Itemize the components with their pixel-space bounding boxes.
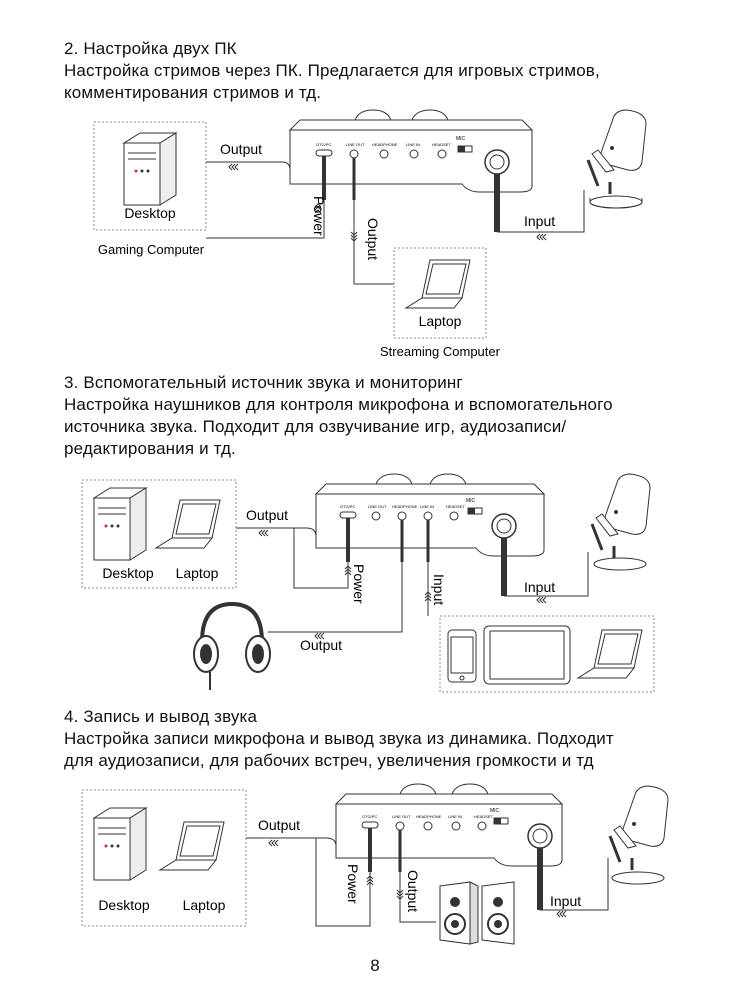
section3-diagram: Desktop Laptop OTG/PC LINE OUT HEADPHONE…	[81, 473, 655, 693]
svg-text:LINE IN: LINE IN	[448, 814, 462, 819]
svg-text:LINE OUT: LINE OUT	[368, 504, 387, 509]
svg-text:LINE IN: LINE IN	[406, 142, 420, 147]
section2-text: 2. Настройка двух ПК Настройка стримов ч…	[64, 38, 600, 104]
speakers-icon	[439, 881, 515, 945]
section4-text: 4. Запись и вывод звука Настройка записи…	[64, 706, 614, 772]
laptop-icon	[154, 499, 221, 549]
section3-text: 3. Вспомогательный источник звука и мони…	[64, 372, 613, 460]
output-vertical-label: Output	[405, 870, 421, 912]
page-number: 8	[370, 956, 380, 975]
svg-text:HEADSET: HEADSET	[446, 504, 465, 509]
svg-text:HEADPHONE: HEADPHONE	[392, 504, 418, 509]
laptop-icon-2	[576, 629, 643, 679]
phone-icon	[447, 629, 477, 683]
streaming-computer-label: Streaming Computer	[380, 344, 501, 359]
laptop-icon	[158, 821, 225, 871]
desktop-label: Desktop	[124, 205, 176, 221]
svg-text:MIC: MIC	[456, 136, 466, 142]
power-label: Power	[345, 864, 361, 904]
input-mic-label: Input	[524, 579, 555, 595]
microphone-icon	[586, 109, 647, 209]
section4-desc-line1: Настройка записи микрофона и вывод звука…	[64, 729, 614, 748]
svg-text:HEADPHONE: HEADPHONE	[372, 142, 398, 147]
desktop-tower-icon	[92, 807, 148, 881]
audio-interface: OTG/PC LINE OUT HEADPHONE LINE IN HEADSE…	[334, 783, 564, 867]
svg-text:LINE OUT: LINE OUT	[392, 814, 411, 819]
desktop-tower-icon	[122, 132, 178, 206]
svg-text:HEADSET: HEADSET	[432, 142, 451, 147]
desktop-laptop-box	[81, 479, 237, 589]
svg-text:HEADPHONE: HEADPHONE	[416, 814, 442, 819]
section2-diagram: Desktop Gaming Computer OTG/PC LINE OUT …	[93, 109, 647, 359]
svg-text:OTG/PC: OTG/PC	[316, 142, 331, 147]
svg-text:HEADSET: HEADSET	[474, 814, 493, 819]
laptop-icon	[404, 259, 471, 309]
svg-text:MIC: MIC	[490, 808, 500, 814]
laptop-label: Laptop	[419, 313, 462, 329]
input-vertical-label: Input	[431, 574, 447, 605]
svg-text:LINE OUT: LINE OUT	[346, 142, 365, 147]
input-label: Input	[524, 213, 555, 229]
section3-desc-line2: источника звука. Подходит для озвучивани…	[64, 417, 567, 436]
desktop-label: Desktop	[102, 565, 154, 581]
section2-desc-line1: Настройка стримов через ПК. Предлагается…	[64, 61, 600, 80]
microphone-icon	[608, 785, 669, 885]
desktop-label: Desktop	[98, 897, 150, 913]
svg-text:OTG/PC: OTG/PC	[362, 814, 377, 819]
desktop-tower-icon	[92, 487, 148, 561]
output-top-label: Output	[220, 141, 262, 157]
svg-text:MIC: MIC	[466, 498, 476, 504]
laptop-label: Laptop	[176, 565, 219, 581]
svg-text:LINE IN: LINE IN	[420, 504, 434, 509]
power-label: Power	[351, 564, 367, 604]
microphone-icon	[590, 473, 651, 571]
power-label: Power	[311, 196, 327, 236]
desktop-box	[93, 121, 207, 231]
laptop-box	[393, 247, 487, 339]
output-top-label: Output	[246, 507, 288, 523]
section3-desc-line1: Настройка наушников для контроля микрофо…	[64, 395, 613, 414]
audio-interface: OTG/PC LINE OUT HEADPHONE LINE IN HEADSE…	[288, 109, 534, 193]
desktop-laptop-box	[81, 789, 247, 927]
input-label: Input	[550, 893, 581, 909]
output-headphones-label: Output	[300, 637, 342, 653]
output-top-label: Output	[258, 817, 300, 833]
section3-title: 3. Вспомогательный источник звука и мони…	[64, 373, 463, 392]
section4-diagram: Desktop Laptop OTG/PC LINE OUT HEADPHONE…	[81, 783, 669, 945]
tablet-icon	[483, 625, 571, 685]
audio-interface: OTG/PC LINE OUT HEADPHONE LINE IN HEADSE…	[314, 473, 546, 557]
svg-text:OTG/PC: OTG/PC	[340, 504, 355, 509]
section2-desc-line2: комментирования стримов и тд.	[64, 83, 322, 102]
section3-desc-line3: редактирования и тд.	[64, 439, 236, 458]
gaming-computer-label: Gaming Computer	[98, 242, 205, 257]
laptop-label: Laptop	[183, 897, 226, 913]
devices-box	[439, 615, 655, 693]
section4-title: 4. Запись и вывод звука	[64, 707, 258, 726]
section2-title: 2. Настройка двух ПК	[64, 39, 237, 58]
section4-desc-line2: для аудиозаписи, для рабочих встреч, уве…	[64, 751, 594, 770]
output-vertical-label: Output	[365, 218, 381, 260]
headphones-icon	[193, 601, 271, 690]
